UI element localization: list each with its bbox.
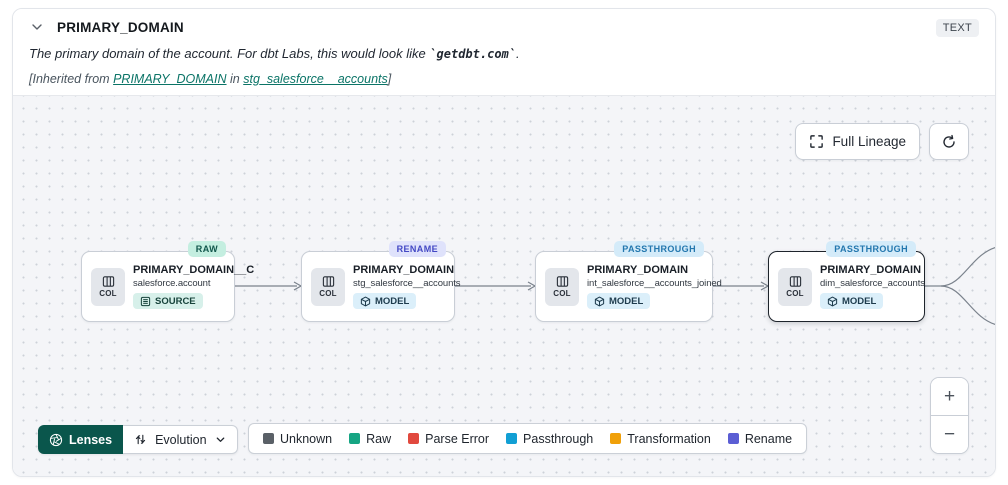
page-title: PRIMARY_DOMAIN (57, 19, 184, 35)
legend-label: Passthrough (523, 431, 594, 446)
lenses-control: Lenses Evolution (38, 425, 238, 454)
legend-item: Transformation (610, 432, 711, 446)
lens-selector[interactable]: Evolution (123, 425, 238, 454)
node-type-label: SOURCE (155, 295, 196, 307)
model-icon (827, 296, 838, 306)
expand-icon (810, 135, 824, 148)
column-icon: COL (311, 267, 345, 306)
col-label: COL (99, 289, 117, 298)
collapse-chevron-icon[interactable] (29, 19, 45, 35)
zoom-out-button[interactable]: − (931, 416, 968, 453)
data-type-badge: TEXT (935, 19, 979, 37)
lenses-label: Lenses (69, 432, 113, 447)
node-model-name: salesforce.account (133, 278, 211, 289)
node-type-label: MODEL (609, 295, 644, 307)
node-column-name: PRIMARY_DOMAIN__C (133, 264, 255, 276)
full-lineage-label: Full Lineage (832, 134, 906, 149)
legend-swatch (610, 433, 622, 444)
description-code: `getdbt.com` (429, 47, 517, 61)
legend-swatch (506, 433, 518, 444)
zoom-control: + − (930, 377, 969, 454)
node-type-badge: SOURCE (133, 293, 203, 309)
inherited-prefix: [Inherited from (29, 71, 114, 86)
legend-swatch (727, 433, 739, 444)
node-column-name: PRIMARY_DOMAIN (820, 264, 922, 276)
refresh-button[interactable] (929, 123, 969, 160)
lens-aperture-icon (49, 433, 63, 446)
column-icon: COL (545, 267, 579, 306)
lineage-node-dim[interactable]: PASSTHROUGH COL PRIMARY_DOMAIN dim_sales… (768, 241, 925, 322)
evolution-icon (135, 434, 146, 445)
legend-item: Passthrough (506, 432, 593, 446)
node-column-name: PRIMARY_DOMAIN (353, 264, 455, 276)
legend-label: Rename (744, 431, 793, 446)
legend-swatch (349, 433, 361, 444)
node-column-name: PRIMARY_DOMAIN (587, 264, 689, 276)
col-label: COL (319, 289, 337, 298)
header: PRIMARY_DOMAIN TEXT The primary domain o… (13, 9, 995, 86)
evolution-legend: Unknown Raw Parse Error Passthrough Tran… (248, 423, 808, 454)
column-icon: COL (91, 267, 125, 306)
legend-item: Raw (349, 432, 391, 446)
node-type-badge: MODEL (353, 293, 417, 309)
lenses-button[interactable]: Lenses (38, 425, 124, 454)
node-model-name: int_salesforce__accounts_joined (587, 278, 722, 289)
zoom-divider (931, 415, 968, 416)
description-period: . (516, 46, 520, 61)
inherited-suffix: ] (387, 71, 392, 86)
evolution-badge: PASSTHROUGH (826, 241, 916, 257)
evolution-badge: RENAME (388, 241, 446, 257)
legend-swatch (263, 433, 274, 444)
chevron-down-icon (216, 437, 224, 442)
legend-label: Transformation (627, 431, 711, 446)
source-icon (140, 296, 151, 306)
lineage-node-stg[interactable]: RENAME COL PRIMARY_DOMAIN stg_salesforce… (301, 241, 461, 322)
inherited-model-link[interactable]: stg_salesforce__accounts (243, 71, 388, 86)
description-text: The primary domain of the account. For d… (29, 46, 430, 61)
legend-label: Raw (366, 431, 392, 446)
model-icon (594, 296, 605, 306)
col-label: COL (553, 289, 571, 298)
lineage-node-int[interactable]: PASSTHROUGH COL PRIMARY_DOMAIN int_sales… (535, 241, 722, 322)
evolution-badge: RAW (187, 241, 226, 257)
column-icon: COL (778, 267, 812, 306)
evolution-badge: PASSTHROUGH (614, 241, 704, 257)
legend-label: Unknown (280, 431, 333, 446)
node-model-name: dim_salesforce_accounts (820, 278, 925, 289)
node-type-label: MODEL (375, 295, 410, 307)
column-lineage-panel: PRIMARY_DOMAIN TEXT The primary domain o… (12, 8, 996, 477)
model-icon (360, 296, 371, 306)
legend-label: Parse Error (425, 431, 490, 446)
legend-swatch (408, 433, 420, 444)
legend-item: Unknown (263, 432, 332, 446)
refresh-icon (943, 134, 955, 148)
lineage-node-source[interactable]: RAW COL PRIMARY_DOMAIN__C salesforce.acc… (81, 241, 255, 322)
node-type-label: MODEL (842, 295, 877, 307)
legend-item: Parse Error (408, 432, 489, 446)
lineage-canvas[interactable]: RAW COL PRIMARY_DOMAIN__C salesforce.acc… (13, 95, 995, 476)
inherited-from-line: [Inherited from PRIMARY_DOMAIN in stg_sa… (29, 72, 977, 86)
legend-item: Rename (727, 431, 793, 446)
node-type-badge: MODEL (587, 293, 651, 309)
zoom-in-button[interactable]: + (931, 378, 968, 415)
node-type-badge: MODEL (820, 293, 884, 309)
column-description: The primary domain of the account. For d… (29, 45, 977, 63)
inherited-column-link[interactable]: PRIMARY_DOMAIN (113, 71, 227, 86)
full-lineage-button[interactable]: Full Lineage (795, 123, 920, 160)
col-label: COL (786, 289, 804, 298)
inherited-middle: in (226, 71, 244, 86)
selected-lens-label: Evolution (155, 432, 207, 447)
node-model-name: stg_salesforce__accounts (353, 278, 461, 289)
